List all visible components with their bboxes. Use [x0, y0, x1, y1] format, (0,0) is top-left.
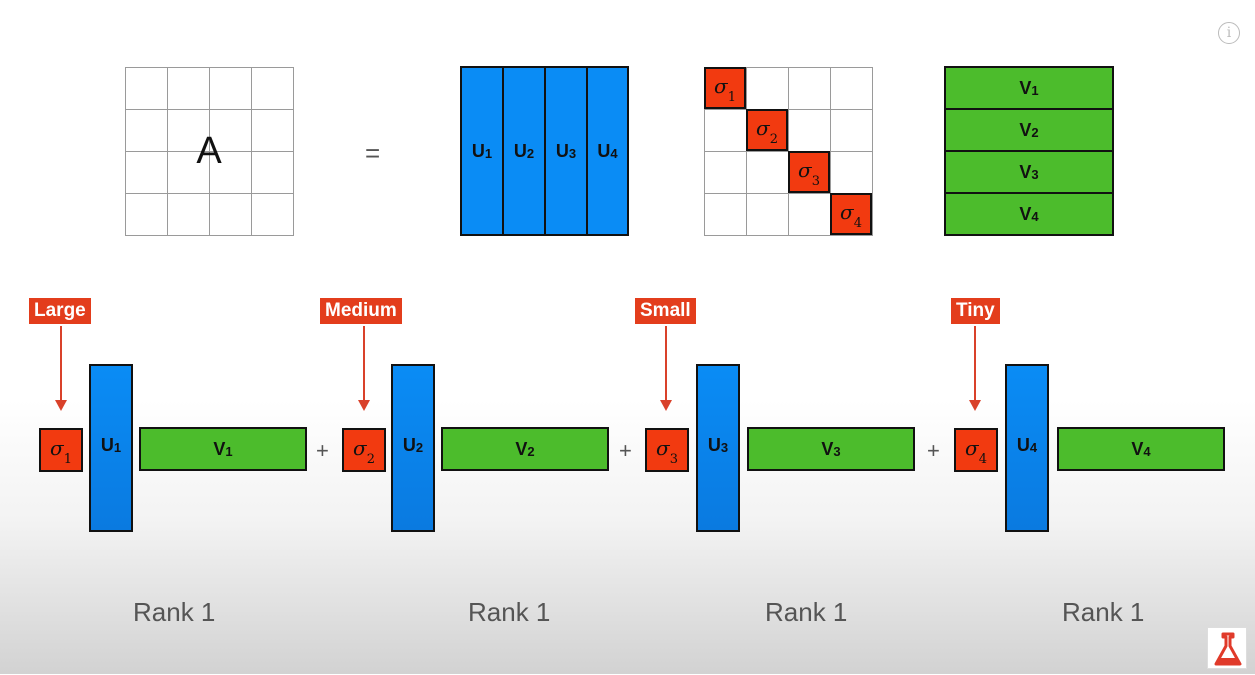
- u-column: U4: [586, 66, 629, 236]
- u-column: U1: [460, 66, 504, 236]
- matrix-a-label: A: [196, 129, 222, 172]
- matrix-a-cell: [251, 151, 294, 194]
- term-sigma-label: σ4: [965, 436, 987, 467]
- term-2-sigma: σ2: [342, 428, 386, 472]
- u-column-label: U3: [555, 140, 577, 161]
- matrix-a: A: [125, 67, 294, 236]
- sigma-matrix-cell: [746, 193, 789, 236]
- term-4-v: V4: [1057, 427, 1225, 471]
- flask-logo-icon: [1207, 627, 1247, 669]
- u-column-label: U1: [471, 140, 493, 161]
- matrix-a-cell: [167, 151, 210, 194]
- u-column: U2: [502, 66, 546, 236]
- v-matrix: V1 V2 V3 V4: [944, 66, 1114, 236]
- sigma-diag-entry: σ4: [830, 193, 872, 235]
- arrowhead-4: [969, 400, 981, 411]
- matrix-a-cell: [209, 109, 252, 152]
- v-row-label: V1: [1019, 77, 1039, 98]
- term-3-u: U3: [696, 364, 740, 532]
- plus-sign: +: [316, 438, 329, 463]
- term-4-sigma: σ4: [954, 428, 998, 472]
- term-1-v: V1: [139, 427, 307, 471]
- term-3-sigma: σ3: [645, 428, 689, 472]
- plus-sign: +: [927, 438, 940, 463]
- info-icon[interactable]: i: [1218, 22, 1240, 44]
- sigma-diag-entry: σ1: [704, 67, 746, 109]
- term-sigma-label: σ2: [353, 436, 375, 467]
- term-u-label: U2: [402, 434, 424, 455]
- sigma-diag-label: σ2: [756, 116, 778, 147]
- term-v-label: V3: [821, 438, 841, 459]
- sigma-matrix-cell: [704, 151, 747, 194]
- sigma-diag-label: σ1: [714, 74, 736, 105]
- rank-label: Rank 1: [133, 597, 216, 627]
- sigma-matrix: σ1 σ2 σ3 σ4: [704, 67, 873, 236]
- arrowhead-3: [660, 400, 672, 411]
- matrix-a-cell: [167, 193, 210, 236]
- matrix-a-cell: [251, 109, 294, 152]
- term-sigma-label: σ1: [50, 436, 72, 467]
- rank-label: Rank 1: [765, 597, 848, 627]
- term-v-label: V4: [1131, 438, 1151, 459]
- rank-label: Rank 1: [1062, 597, 1145, 627]
- term-1-u: U1: [89, 364, 133, 532]
- equals-sign: =: [365, 138, 381, 168]
- u-column: U3: [544, 66, 588, 236]
- term-sigma-label: σ3: [656, 436, 678, 467]
- sigma-matrix-cell: [830, 67, 873, 110]
- u-matrix: U1 U2 U3 U4: [460, 66, 629, 236]
- matrix-a-cell: [125, 67, 168, 110]
- matrix-a-cell: [167, 67, 210, 110]
- arrowhead-2: [358, 400, 370, 411]
- matrix-a-cell: [251, 193, 294, 236]
- v-row-label: V2: [1019, 119, 1039, 140]
- term-u-label: U4: [1016, 434, 1038, 455]
- u-column-label: U2: [513, 140, 535, 161]
- term-u-label: U3: [707, 434, 729, 455]
- matrix-a-cell: [125, 151, 168, 194]
- v-row: V4: [944, 192, 1114, 236]
- v-row: V2: [944, 108, 1114, 152]
- term-1-sigma: σ1: [39, 428, 83, 472]
- sigma-matrix-cell: [704, 109, 747, 152]
- sigma-matrix-cell: [830, 109, 873, 152]
- tag-medium: Medium: [320, 298, 402, 324]
- tag-small: Small: [635, 298, 696, 324]
- sigma-matrix-cell: [830, 151, 873, 194]
- arrowhead-1: [55, 400, 67, 411]
- sigma-matrix-cell: [704, 193, 747, 236]
- rank-label: Rank 1: [468, 597, 551, 627]
- sigma-matrix-cell: [746, 67, 789, 110]
- v-row-label: V3: [1019, 161, 1039, 182]
- sigma-matrix-cell: [788, 109, 831, 152]
- sigma-matrix-cell: [788, 193, 831, 236]
- term-2-v: V2: [441, 427, 609, 471]
- sigma-diag-entry: σ3: [788, 151, 830, 193]
- matrix-a-cell: [251, 67, 294, 110]
- u-column-label: U4: [597, 140, 618, 161]
- term-v-label: V1: [213, 438, 233, 459]
- sigma-matrix-cell: [746, 151, 789, 194]
- term-v-label: V2: [515, 438, 535, 459]
- sigma-matrix-cell: [788, 67, 831, 110]
- sigma-diag-label: σ3: [798, 158, 820, 189]
- sigma-diag-label: σ4: [840, 200, 862, 231]
- v-row: V3: [944, 150, 1114, 194]
- plus-sign: +: [619, 438, 632, 463]
- matrix-a-cell: [125, 193, 168, 236]
- tag-tiny: Tiny: [951, 298, 1000, 324]
- term-4-u: U4: [1005, 364, 1049, 532]
- v-row: V1: [944, 66, 1114, 110]
- sigma-diag-entry: σ2: [746, 109, 788, 151]
- v-row-label: V4: [1019, 203, 1039, 224]
- term-2-u: U2: [391, 364, 435, 532]
- tag-large: Large: [29, 298, 91, 324]
- term-3-v: V3: [747, 427, 915, 471]
- term-u-label: U1: [100, 434, 122, 455]
